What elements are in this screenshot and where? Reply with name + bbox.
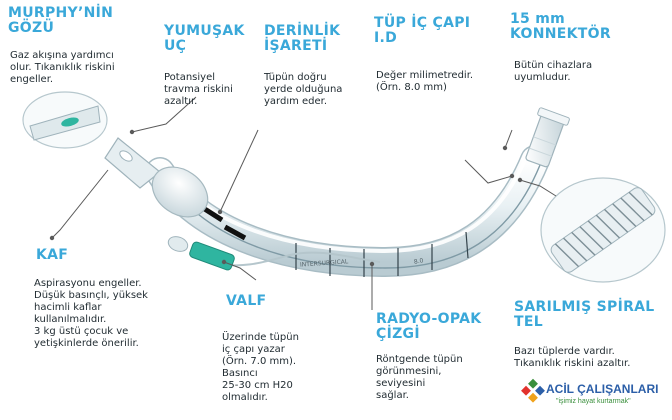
tup-desc: Değer milimetredir.(Örn. 8.0 mm)	[376, 70, 474, 93]
logo-name: ACİL ÇALIŞANLARI	[546, 382, 659, 396]
acil-logo-mark	[521, 378, 545, 403]
leader-lines	[51, 96, 557, 310]
radio-opaque-line	[167, 164, 541, 269]
murphy-eye-hole	[119, 150, 133, 162]
logo-tagline: "işimiz hayat kurtarmak"	[556, 398, 631, 405]
valf-title: VALF	[226, 293, 267, 309]
leader-dots	[49, 129, 523, 267]
depth-markings	[295, 231, 469, 277]
tube-body-fill	[146, 146, 549, 276]
kaf-desc: Aspirasyonu engeller.Düşük basınçlı, yük…	[34, 278, 148, 349]
pilot-line	[211, 251, 381, 267]
tube-highlight	[163, 153, 529, 254]
cuff	[151, 166, 209, 218]
spiral-coil	[550, 187, 656, 273]
tube-size-text: 8.0	[413, 257, 424, 266]
kaf-title: KAF	[36, 247, 69, 263]
tube-tip	[104, 137, 161, 189]
connector-15mm	[525, 107, 570, 168]
pilot-balloon	[167, 236, 189, 252]
spiral-desc: Bazı tüplerde vardır.Tıkanıklık riskini …	[514, 346, 631, 369]
depth-band-2	[223, 224, 247, 241]
